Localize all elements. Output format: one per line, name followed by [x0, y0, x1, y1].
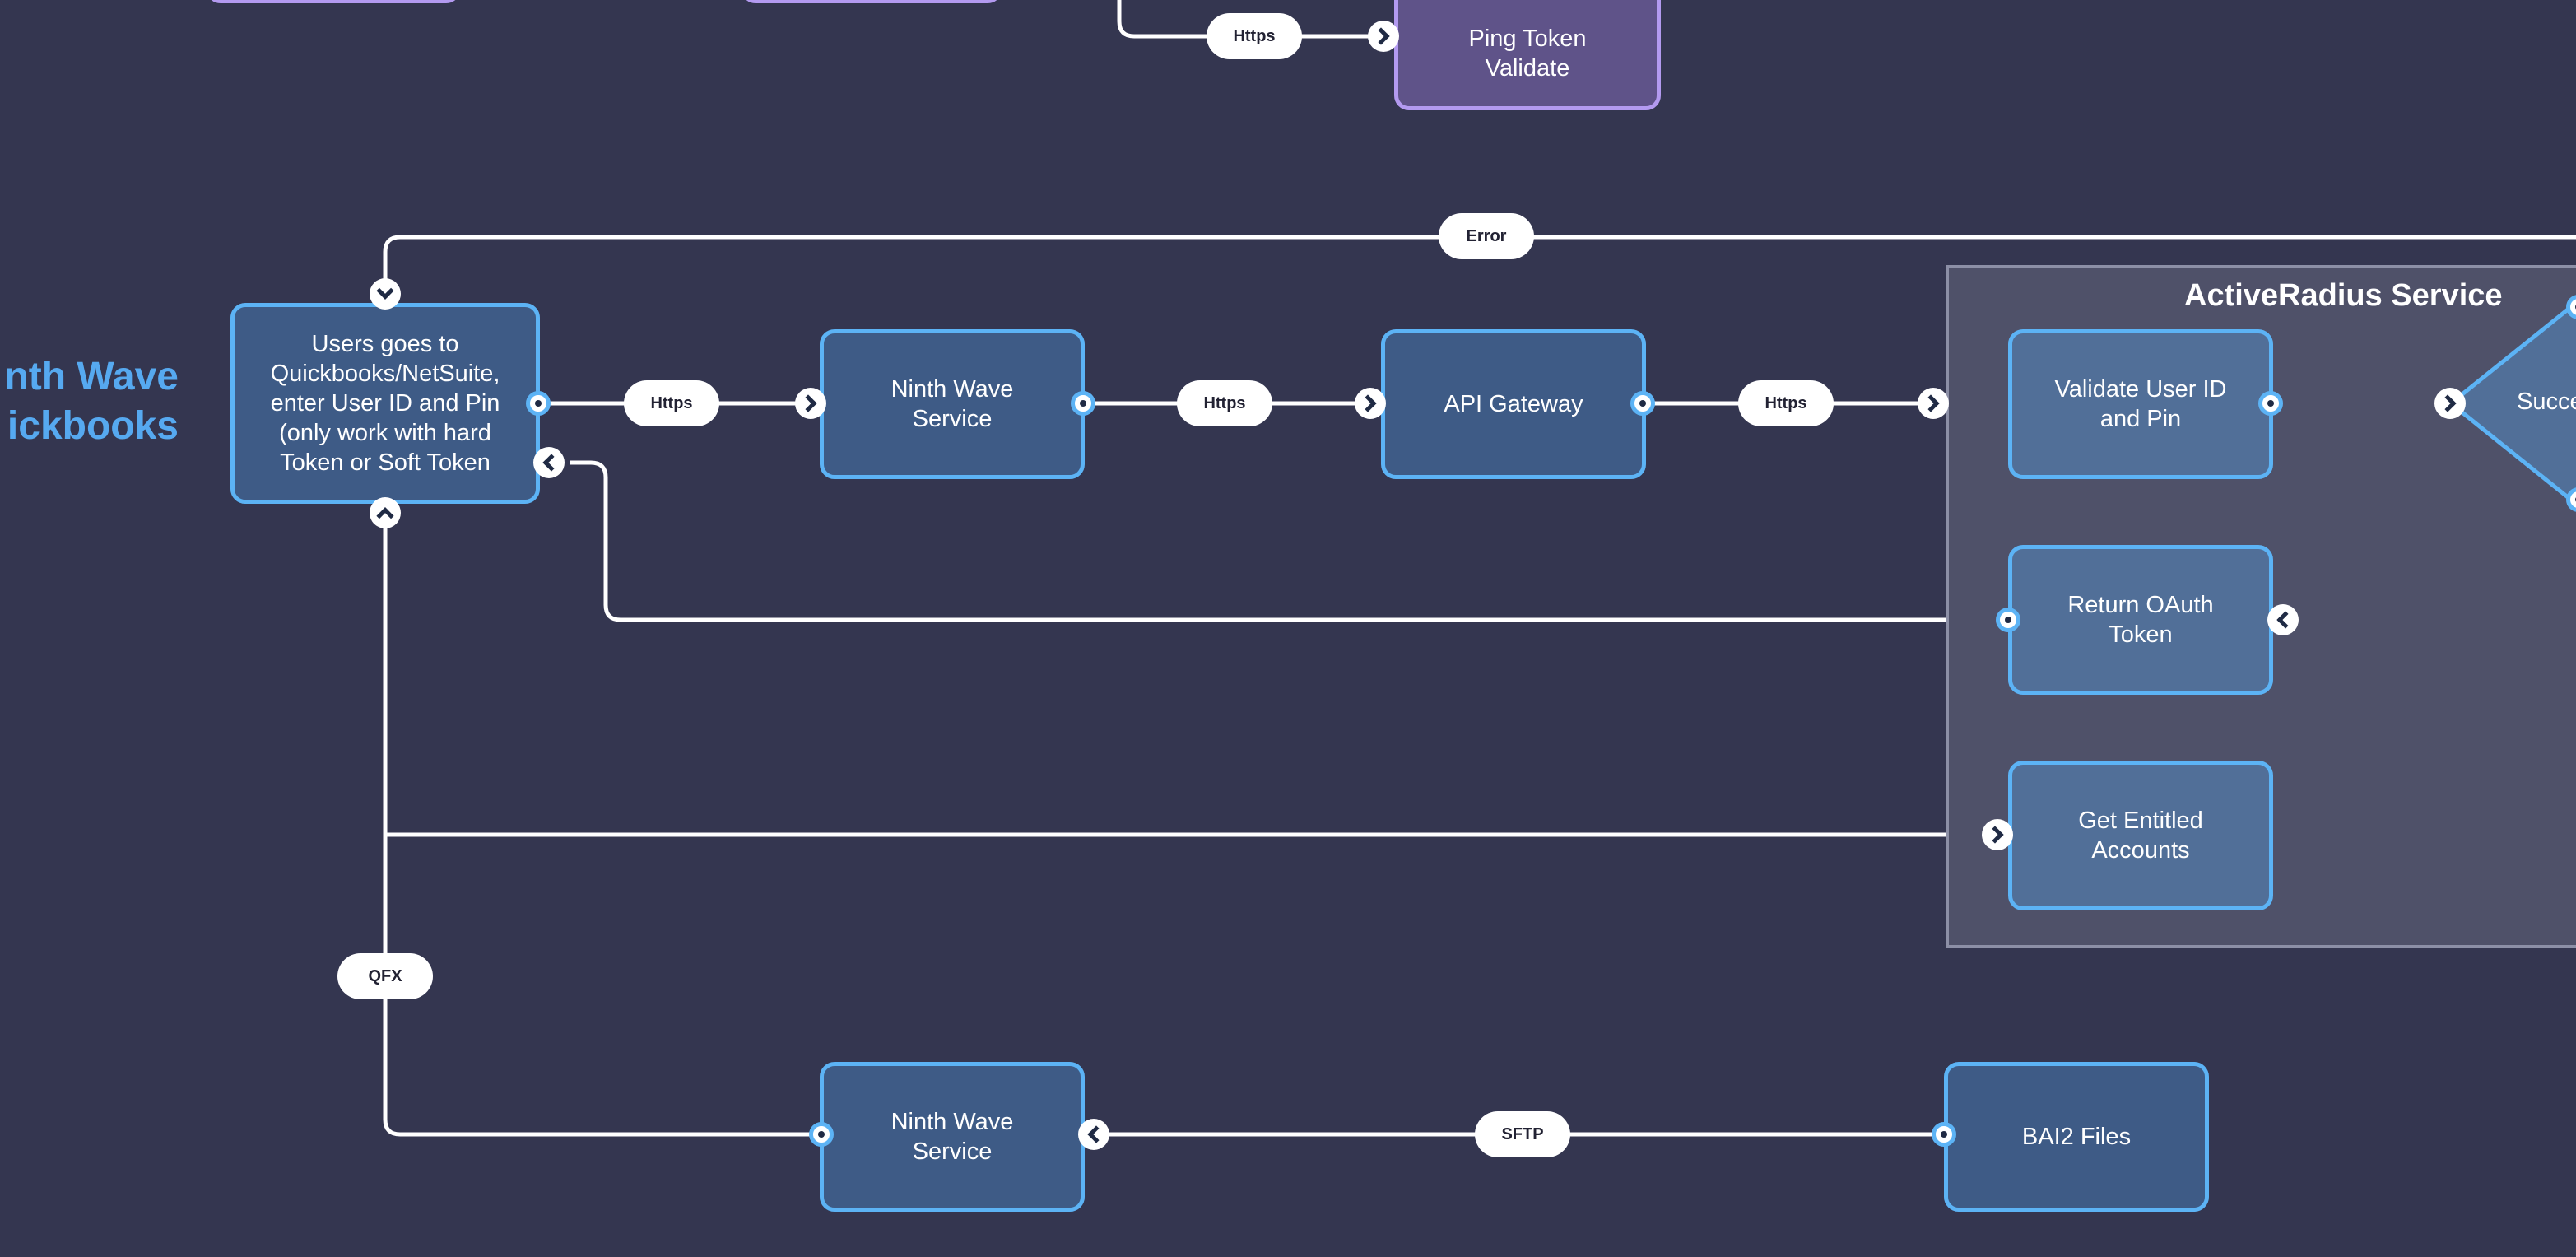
- port-nw-bottom-in[interactable]: [809, 1122, 834, 1147]
- side-title-line-2: ickbooks: [7, 404, 179, 448]
- port-user-out[interactable]: [526, 391, 551, 416]
- activeradius-group-title: ActiveRadius Service: [2184, 278, 2503, 313]
- port-validate-out[interactable]: [2258, 391, 2283, 416]
- arrow-right-icon-success[interactable]: [2434, 388, 2466, 419]
- ninth-wave-service-label: Ninth Wave Service: [890, 376, 1014, 432]
- edge-oauth-return: [570, 460, 2576, 622]
- arrow-left-icon-nw-bottom[interactable]: [1078, 1119, 1109, 1150]
- arrow-right-icon-nw[interactable]: [795, 388, 826, 419]
- arrow-left-icon-user-return[interactable]: [533, 447, 565, 478]
- user-login-node[interactable]: Users goes to Quickbooks/NetSuite, enter…: [230, 303, 540, 504]
- edge-user-down: [383, 510, 820, 1137]
- side-title: nth Wave ickbooks: [4, 352, 179, 451]
- arrow-left-icon-oauth[interactable]: [2267, 604, 2299, 635]
- bai2-files-node[interactable]: BAI2 Files: [1944, 1062, 2209, 1212]
- ninth-wave-service-bottom-node[interactable]: Ninth Wave Service: [820, 1062, 1085, 1212]
- edge-label-error: Error: [1439, 213, 1534, 259]
- arrow-right-icon-ping[interactable]: [1368, 21, 1399, 52]
- edge-label-https-2: Https: [1177, 380, 1272, 426]
- user-login-label: Users goes to Quickbooks/NetSuite, enter…: [270, 331, 500, 476]
- ninth-wave-service-bottom-label: Ninth Wave Service: [890, 1109, 1014, 1165]
- edge-label-https-3: Https: [1738, 380, 1834, 426]
- arrow-right-icon-validate[interactable]: [1918, 388, 1949, 419]
- return-oauth-token-label: Return OAuth Token: [2067, 592, 2214, 648]
- edge-top-https: [1117, 0, 1383, 39]
- arrow-up-icon-user-bottom[interactable]: [370, 497, 401, 528]
- arrow-right-icon-gateway[interactable]: [1355, 388, 1386, 419]
- api-gateway-label: API Gateway: [1444, 391, 1583, 417]
- validate-user-node[interactable]: Validate User ID and Pin: [2008, 329, 2273, 479]
- port-oauth-out[interactable]: [1996, 608, 2020, 632]
- get-entitled-accounts-node[interactable]: Get Entitled Accounts: [2008, 761, 2273, 910]
- edge-label-qfx: QFX: [337, 953, 433, 999]
- ping-token-validate-label: Ping Token Validate: [1468, 26, 1587, 81]
- port-gateway-out[interactable]: [1630, 391, 1655, 416]
- edge-label-sftp: SFTP: [1475, 1111, 1570, 1157]
- bai2-files-label: BAI2 Files: [2021, 1124, 2132, 1150]
- port-bai2-out[interactable]: [1932, 1122, 1956, 1147]
- edge-error: [383, 235, 2576, 288]
- return-oauth-token-node[interactable]: Return OAuth Token: [2008, 545, 2273, 695]
- arrow-right-icon-entitled[interactable]: [1982, 819, 2013, 850]
- side-title-line-1: nth Wave: [4, 355, 179, 398]
- ping-token-validate-node[interactable]: Ping Token Validate: [1394, 0, 1661, 110]
- success-decision-node[interactable]: [2449, 296, 2576, 510]
- edge-label-https-1: Https: [624, 380, 719, 426]
- validate-user-label: Validate User ID and Pin: [2054, 376, 2227, 432]
- get-entitled-accounts-label: Get Entitled Accounts: [2078, 808, 2203, 864]
- edge-label-https-top: Https: [1207, 13, 1302, 59]
- port-nw-out[interactable]: [1071, 391, 1095, 416]
- arrow-down-icon-user-top[interactable]: [370, 278, 401, 310]
- api-gateway-node[interactable]: API Gateway: [1381, 329, 1646, 479]
- success-decision-label: Succe: [2517, 389, 2576, 415]
- ninth-wave-service-node[interactable]: Ninth Wave Service: [820, 329, 1085, 479]
